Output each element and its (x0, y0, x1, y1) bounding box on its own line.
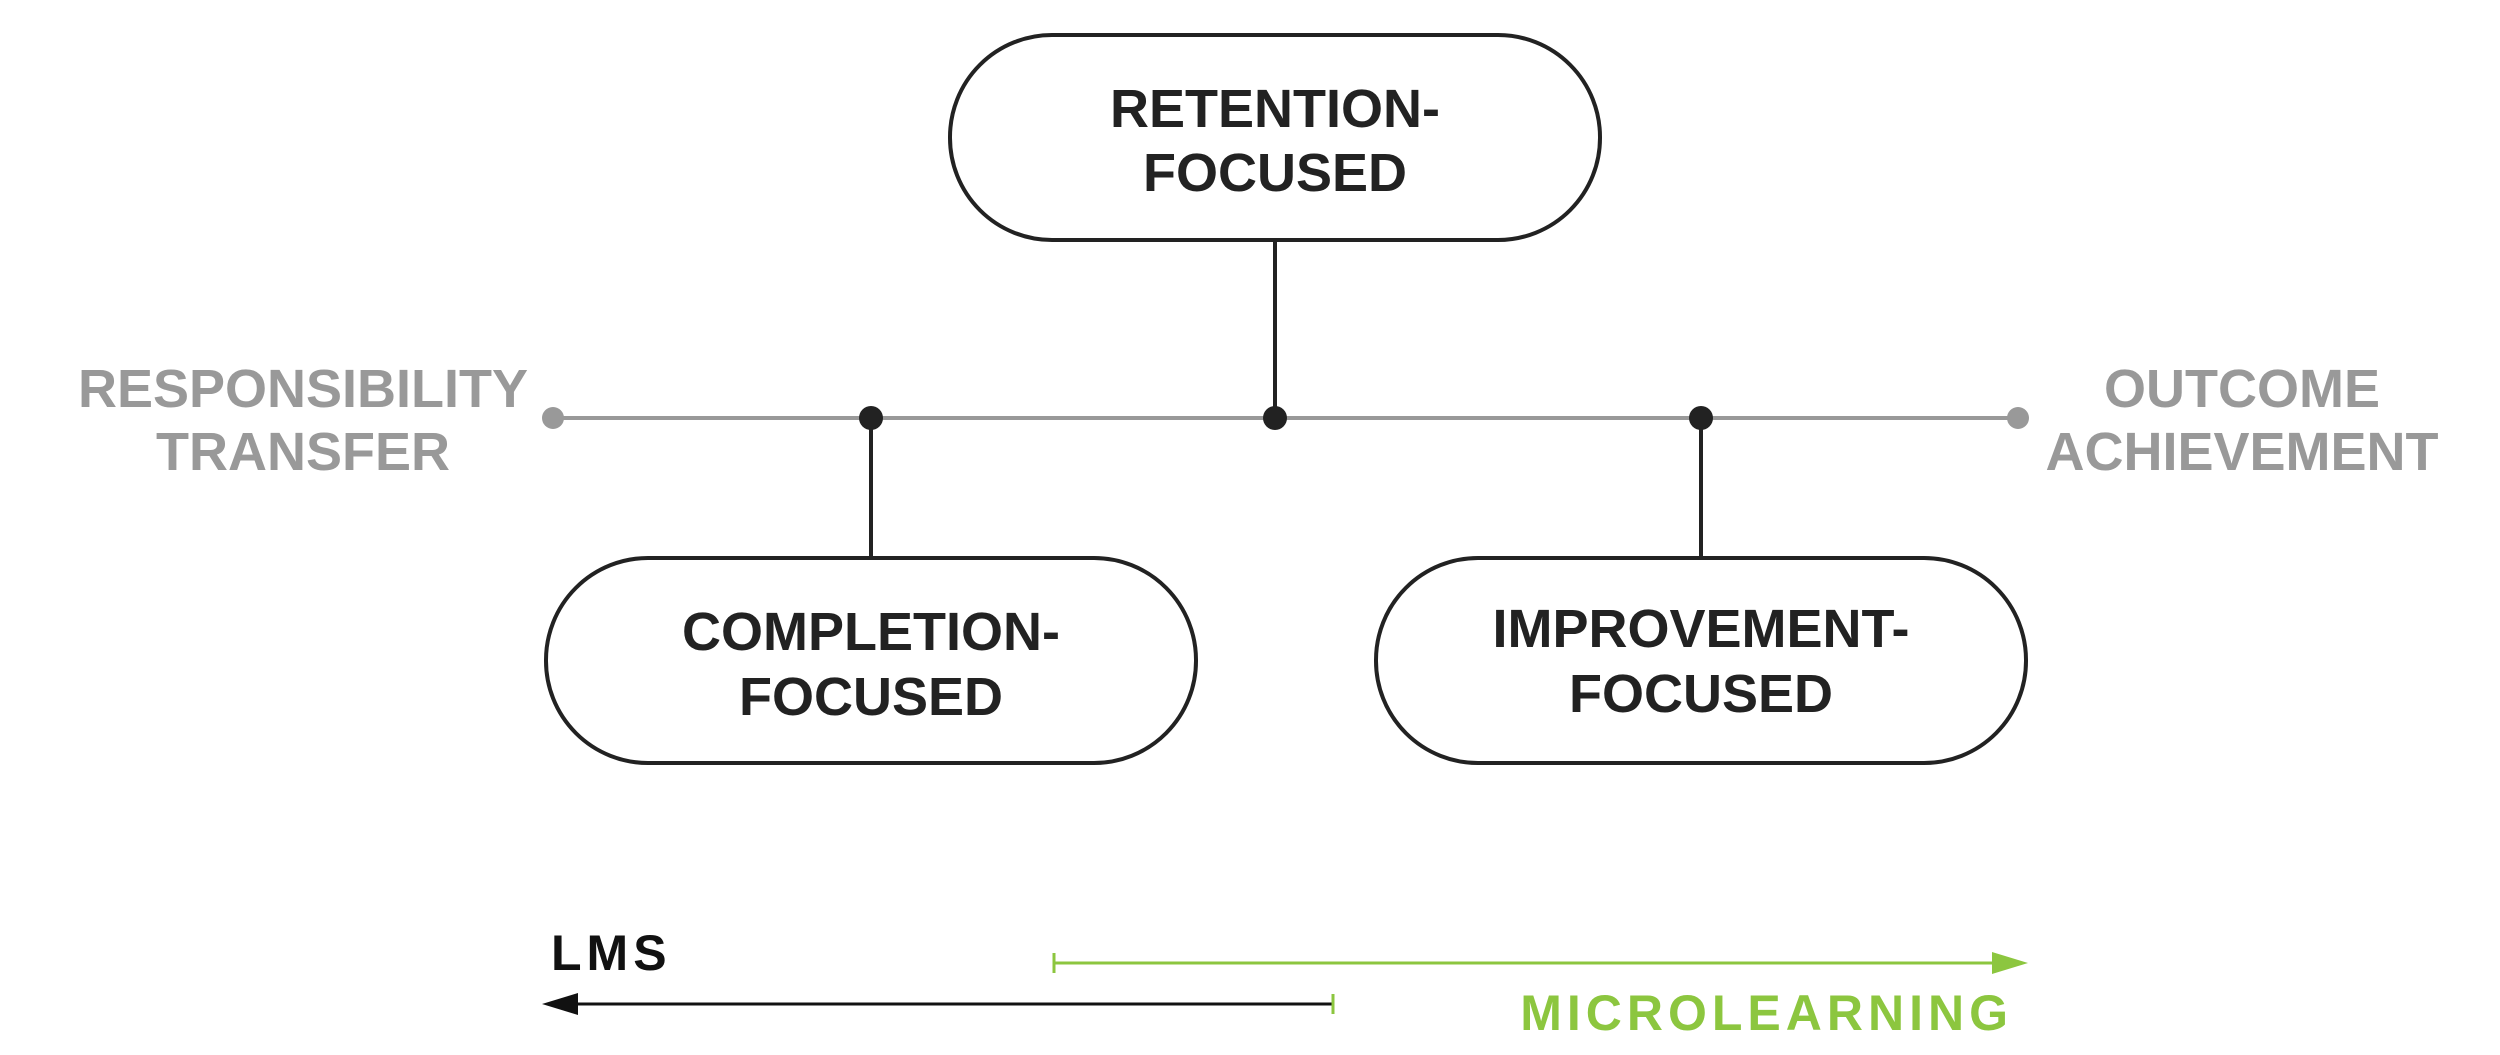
microlearning-range: MICROLEARNING (1052, 952, 2028, 1041)
node-improvement-line1: IMPROVEMENT- (1492, 599, 1909, 659)
axis-right-label-line2: ACHIEVEMENT (2045, 422, 2438, 482)
axis-start-dot (542, 407, 564, 429)
node-completion-line2: FOCUSED (739, 667, 1003, 727)
axis-left-label-line2: TRANSFER (156, 422, 450, 482)
junction-improvement (1689, 406, 1713, 430)
axis-left-label-line1: RESPONSIBILITY (78, 359, 528, 419)
junction-completion (859, 406, 883, 430)
microlearning-label: MICROLEARNING (1520, 985, 2013, 1041)
node-retention-line1: RETENTION- (1110, 79, 1440, 139)
junction-retention (1263, 406, 1287, 430)
lms-arrow-head (542, 993, 578, 1015)
node-retention-focused: RETENTION- FOCUSED (948, 33, 1602, 242)
node-retention-line2: FOCUSED (1143, 143, 1407, 203)
node-completion-focused: COMPLETION- FOCUSED (544, 556, 1198, 765)
lms-label: LMS (551, 925, 672, 981)
axis-end-dot (2007, 407, 2029, 429)
node-completion-line1: COMPLETION- (682, 602, 1060, 662)
axis-right-label-line1: OUTCOME (2104, 359, 2380, 419)
node-improvement-line2: FOCUSED (1569, 664, 1833, 724)
microlearning-arrow-head (1992, 952, 2028, 974)
node-improvement-focused: IMPROVEMENT- FOCUSED (1374, 556, 2028, 765)
lms-range: LMS (542, 925, 1335, 1015)
